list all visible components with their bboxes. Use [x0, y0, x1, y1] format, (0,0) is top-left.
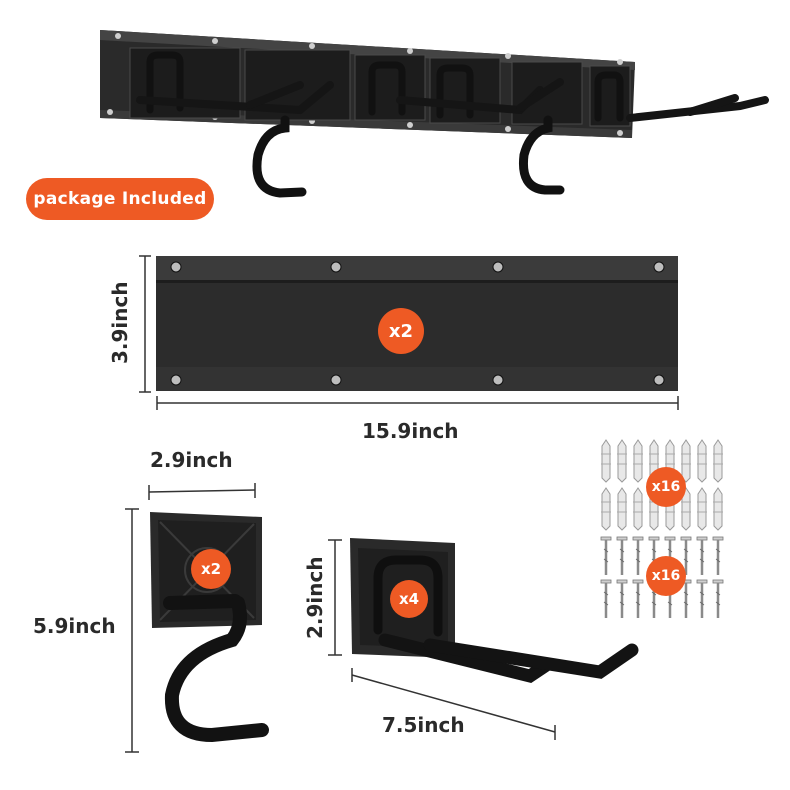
screw-icon [712, 536, 724, 575]
wall-anchor-icon [713, 439, 723, 483]
screw-icon [712, 579, 724, 618]
wall-anchor-icon [697, 439, 707, 483]
wall-anchor-icon [681, 487, 691, 531]
rail-width-label: 15.9inch [362, 419, 459, 443]
wall-anchor-icon [713, 487, 723, 531]
package-included-label: package Included [26, 178, 214, 220]
rail-quantity-badge: x2 [378, 308, 424, 354]
screws-quantity-badge: x16 [646, 556, 686, 596]
wall-anchor-icon [617, 487, 627, 531]
s-hook-quantity-badge: x2 [191, 549, 231, 589]
rail-image [139, 255, 679, 410]
wall-anchor-icon [633, 487, 643, 531]
double-hook-quantity-badge: x4 [390, 580, 428, 618]
screw-icon [632, 579, 644, 618]
s-hook-height-label: 5.9inch [33, 614, 116, 638]
screw-icon [696, 536, 708, 575]
screw-icon [616, 536, 628, 575]
double-hook-length-label: 7.5inch [382, 713, 465, 737]
screw-icon [632, 536, 644, 575]
s-hook-width-label: 2.9inch [150, 448, 233, 472]
anchors-quantity-badge: x16 [646, 467, 686, 507]
wall-anchor-icon [601, 487, 611, 531]
screw-icon [616, 579, 628, 618]
wall-anchor-icon [697, 487, 707, 531]
wall-anchor-icon [617, 439, 627, 483]
screw-icon [696, 579, 708, 618]
screw-icon [680, 536, 692, 575]
screw-icon [600, 536, 612, 575]
screw-icon [600, 579, 612, 618]
wall-anchor-icon [633, 439, 643, 483]
assembled-product-image [100, 30, 769, 198]
wall-anchor-icon [601, 439, 611, 483]
